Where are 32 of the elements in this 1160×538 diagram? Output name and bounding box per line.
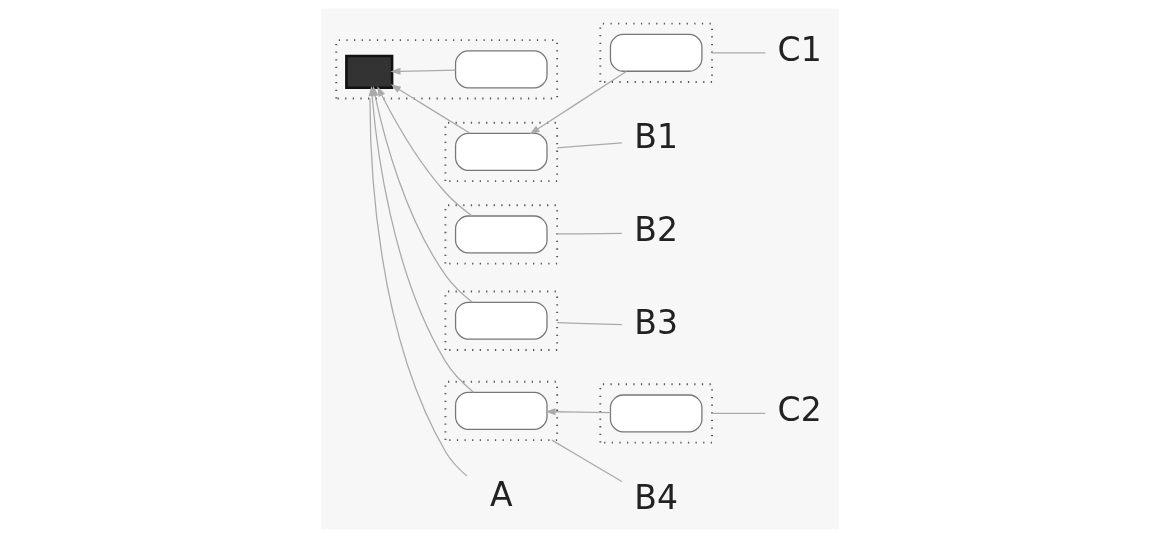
cluster bbox=[444, 204, 559, 265]
node-box bbox=[345, 54, 394, 90]
node-box bbox=[454, 50, 548, 89]
node-box bbox=[454, 215, 548, 254]
node-box bbox=[609, 394, 703, 433]
connector bbox=[556, 142, 623, 149]
connector bbox=[551, 439, 623, 483]
connector bbox=[556, 321, 623, 326]
cluster bbox=[599, 22, 713, 83]
node-text: C2 bbox=[777, 390, 822, 430]
node-text: A bbox=[490, 475, 513, 515]
node-text: B1 bbox=[634, 117, 678, 157]
node-text: B4 bbox=[634, 478, 678, 518]
connector bbox=[711, 52, 766, 54]
connector bbox=[556, 232, 623, 235]
connector bbox=[369, 97, 468, 477]
node-box bbox=[609, 33, 703, 72]
arrow bbox=[377, 86, 473, 217]
node-box bbox=[454, 301, 548, 340]
cluster bbox=[599, 383, 713, 444]
node-text: B2 bbox=[634, 210, 678, 250]
cluster bbox=[444, 121, 559, 183]
node-box bbox=[454, 132, 548, 171]
arrow bbox=[390, 67, 457, 75]
arrow bbox=[545, 408, 612, 416]
node-text: C1 bbox=[777, 29, 822, 69]
node-box bbox=[454, 391, 548, 430]
arrow bbox=[529, 70, 627, 135]
arrow bbox=[390, 84, 471, 134]
node-text: B3 bbox=[634, 302, 678, 342]
cluster bbox=[444, 290, 559, 351]
connector bbox=[711, 412, 766, 415]
